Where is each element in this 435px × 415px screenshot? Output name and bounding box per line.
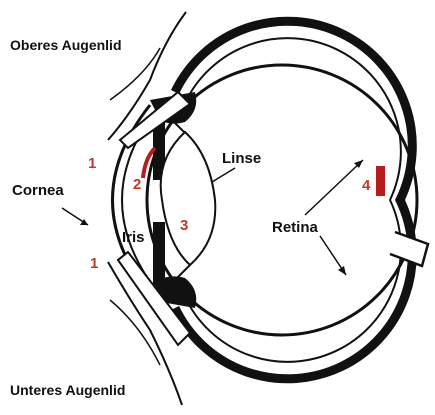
marker-3: 3	[180, 217, 188, 234]
lens-shape	[161, 132, 216, 265]
marker-1-top: 1	[88, 155, 96, 172]
label-iris: Iris	[122, 229, 145, 246]
marker-4: 4	[362, 177, 371, 194]
marker-2: 2	[133, 176, 141, 193]
lens-pointer	[212, 168, 235, 182]
iris-bottom	[153, 222, 165, 290]
retina-line	[185, 38, 401, 362]
optic-nerve	[390, 232, 428, 266]
label-lens: Linse	[222, 150, 261, 167]
label-cornea: Cornea	[12, 182, 64, 199]
label-retina: Retina	[272, 219, 319, 236]
marker-4-bar	[376, 166, 385, 196]
label-lower-eyelid: Unteres Augenlid	[10, 382, 125, 398]
marker-1-bottom: 1	[90, 255, 98, 272]
label-upper-eyelid: Oberes Augenlid	[10, 37, 122, 53]
retina-arrowhead-lower	[338, 266, 346, 275]
retina-pointer-upper	[305, 160, 363, 215]
